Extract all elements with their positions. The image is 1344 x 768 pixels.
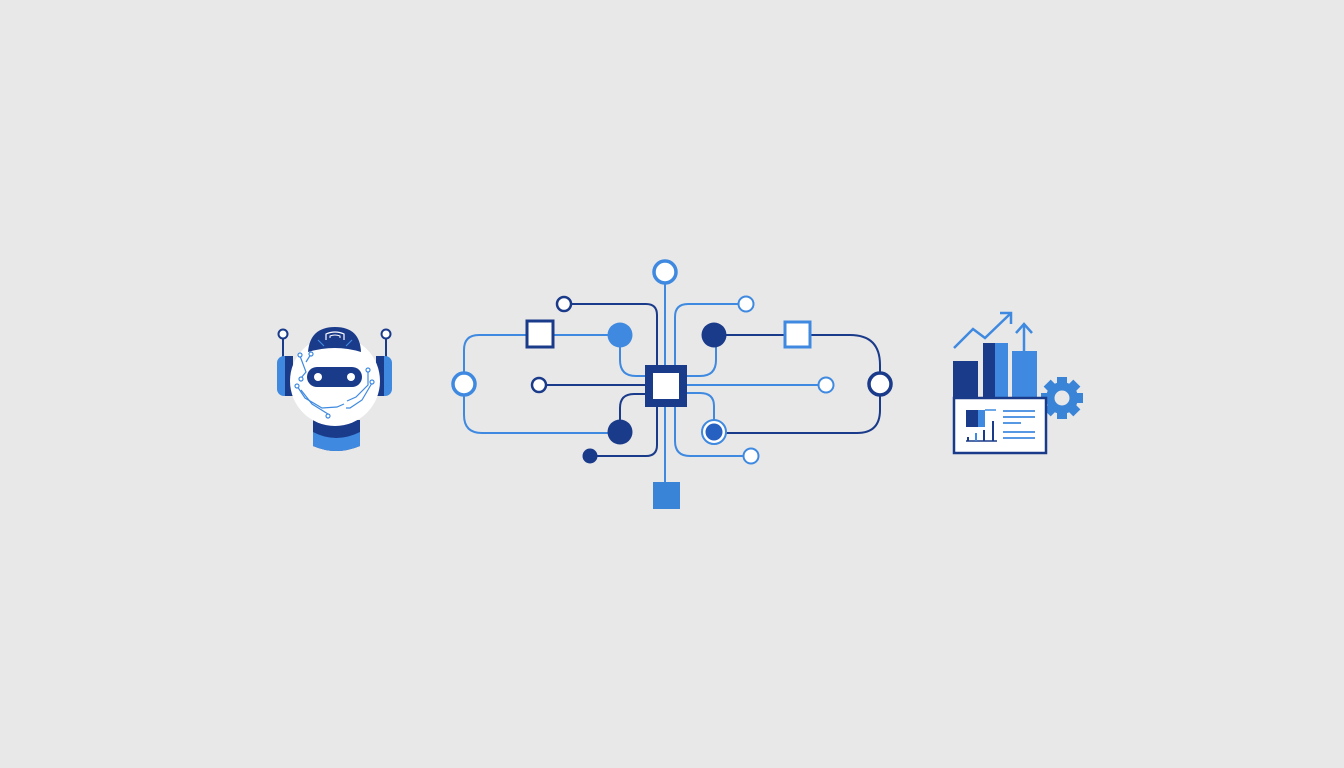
node [582, 448, 598, 464]
gear-icon [1041, 377, 1083, 419]
node [737, 295, 755, 313]
antenna-left-icon [277, 328, 289, 340]
node-bottom-square [653, 482, 680, 509]
node-square [525, 319, 555, 349]
antenna-right-icon [380, 328, 392, 340]
node-top [652, 259, 678, 285]
node [817, 376, 835, 394]
node [607, 322, 633, 348]
robot-head-icon [277, 327, 392, 451]
node [530, 376, 548, 394]
robot-cap-icon [308, 327, 361, 352]
node [701, 322, 727, 348]
circuit-network-diagram [451, 259, 893, 509]
analytics-dashboard-icon [952, 311, 1083, 455]
robot-visor-icon [307, 367, 362, 387]
trend-arrow-icon [953, 313, 1011, 349]
node [607, 419, 633, 445]
node [555, 295, 573, 313]
node-square [783, 320, 812, 349]
node-right [867, 371, 893, 397]
node-left [451, 371, 477, 397]
face-circuit-traces [294, 351, 375, 419]
node [742, 447, 760, 465]
